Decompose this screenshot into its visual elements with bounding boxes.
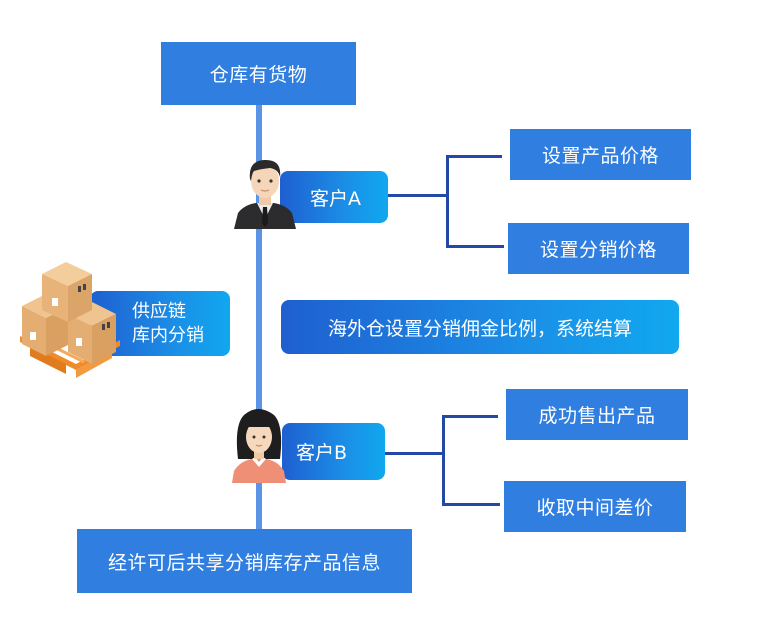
customer-a-label: 客户A — [310, 187, 361, 210]
customer-b-connector-branch-1 — [442, 415, 498, 418]
customer-b-connector-horizontal — [385, 452, 445, 455]
customer-b-node: 客户B — [282, 423, 385, 480]
customer-b-label: 客户B — [296, 442, 348, 464]
supply-chain-label-line1: 供应链 — [132, 300, 186, 322]
action-sold-product: 成功售出产品 — [506, 389, 688, 440]
customer-a-connector-branch-2 — [446, 245, 504, 248]
node-warehouse-has-goods-label: 仓库有货物 — [209, 64, 308, 86]
businessman-avatar-icon — [234, 159, 296, 229]
customer-b-connector-branch-2 — [442, 503, 500, 506]
customer-a-connector-vertical — [446, 155, 449, 247]
action-sold-product-label: 成功售出产品 — [538, 405, 656, 427]
commission-note-node: 海外仓设置分销佣金比例，系统结算 — [281, 300, 679, 354]
node-share-inventory-info-label: 经许可后共享分销库存产品信息 — [107, 551, 381, 574]
action-collect-margin-label: 收取中间差价 — [536, 497, 654, 519]
customer-a-node: 客户A — [280, 171, 388, 223]
action-collect-margin: 收取中间差价 — [504, 481, 686, 532]
action-set-distribution-price: 设置分销价格 — [508, 223, 689, 274]
action-set-product-price-label: 设置产品价格 — [541, 145, 659, 167]
node-warehouse-has-goods: 仓库有货物 — [161, 42, 356, 105]
customer-a-connector-branch-1 — [446, 155, 502, 158]
action-set-distribution-price-label: 设置分销价格 — [539, 239, 657, 261]
supply-chain-label-line2: 库内分销 — [132, 324, 204, 346]
businesswoman-avatar-icon — [232, 409, 286, 483]
node-share-inventory-info: 经许可后共享分销库存产品信息 — [77, 529, 412, 593]
flow-trunk-line — [256, 104, 262, 532]
customer-b-connector-vertical — [442, 415, 445, 505]
action-set-product-price: 设置产品价格 — [510, 129, 691, 180]
customer-a-connector-horizontal — [388, 194, 448, 197]
boxes-on-pallet-icon — [20, 262, 120, 378]
commission-note-label: 海外仓设置分销佣金比例，系统结算 — [327, 317, 632, 340]
